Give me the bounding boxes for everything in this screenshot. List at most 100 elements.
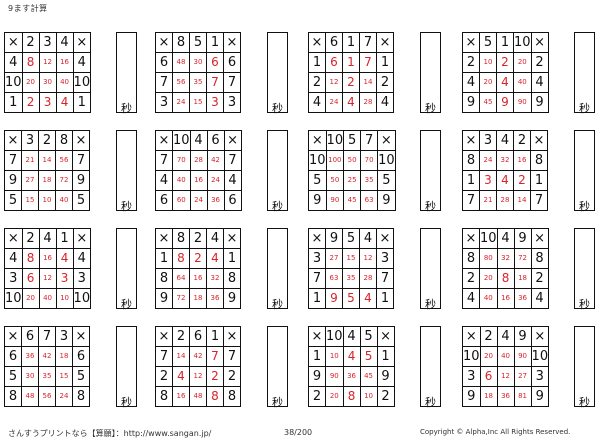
answer-cell: 1 [342,52,360,73]
column-header: 4 [342,326,361,347]
answer-cell: 12 [38,52,57,73]
answer-cell: 10 [55,288,74,309]
answer-cell: 15 [342,248,360,269]
column-header: 2 [479,326,498,347]
row-header: 5 [308,170,327,191]
answer-cell: 24 [172,92,190,113]
operator-cell: × [377,130,396,151]
operator-cell: × [155,130,173,151]
column-header: 3 [38,32,57,53]
answer-cell: 20 [325,386,344,407]
row-header: 8 [155,268,173,289]
row-header: 1 [155,248,173,269]
answer-cell: 18 [479,386,498,407]
answer-cell: 24 [206,170,225,191]
answer-cell: 15 [55,366,73,387]
operator-cell: × [4,326,22,347]
row-header: 7 [223,72,241,93]
answer-cell: 32 [496,248,515,269]
row-header: 7 [376,268,394,289]
answer-cell: 50 [325,170,345,191]
answer-cell: 4 [55,248,74,269]
answer-cell: 18 [38,170,56,191]
answer-cell: 4 [55,92,74,113]
column-header: 1 [55,228,74,249]
column-header: 7 [360,130,379,151]
answer-cell: 72 [55,170,73,191]
operator-cell: × [376,32,394,53]
column-header: 3 [479,130,497,151]
row-header: 3 [308,248,326,269]
answer-cell: 3 [479,170,497,191]
answer-cell: 50 [343,150,362,171]
operator-cell: × [4,130,22,151]
seconds-label: 秒 [121,298,132,311]
row-header: 4 [308,92,326,113]
row-header: 9 [462,92,480,113]
operator-cell: × [72,130,90,151]
answer-cell: 8 [21,52,40,73]
row-header: 7 [155,72,173,93]
column-header: 7 [38,326,56,347]
operator-cell: × [462,32,480,53]
row-header: 3 [155,92,173,113]
column-header: 4 [359,228,377,249]
row-header: 7 [4,150,22,171]
answer-cell: 4 [172,366,190,387]
answer-cell: 56 [172,72,190,93]
row-header: 9 [308,366,326,387]
answer-cell: 27 [513,366,532,387]
answer-cell: 81 [513,386,532,407]
row-header: 4 [72,52,92,73]
row-header: 7 [155,346,173,367]
answer-cell: 20 [479,72,497,93]
row-header: 8 [462,150,480,171]
row-header: 1 [376,52,394,73]
answer-cell: 2 [496,52,514,73]
answer-cell: 4 [496,170,514,191]
column-header: 5 [342,228,360,249]
row-header: 2 [462,268,480,289]
answer-cell: 10 [325,346,344,367]
column-header: 8 [55,130,73,151]
answer-cell: 12 [38,268,57,289]
row-header: 6 [155,52,173,73]
row-header: 2 [462,52,480,73]
answer-cell: 40 [38,288,57,309]
column-header: 4 [496,228,515,249]
row-header: 9 [376,366,395,387]
answer-cell: 40 [55,190,73,211]
row-header: 3 [462,366,481,387]
answer-cell: 16 [38,248,57,269]
answer-cell: 27 [325,248,343,269]
column-header: 3 [21,130,39,151]
seconds-label: 秒 [272,298,283,311]
answer-cell: 35 [38,366,56,387]
answer-cell: 48 [189,386,207,407]
seconds-label: 秒 [579,102,590,115]
operator-cell: × [530,228,549,249]
column-header: 9 [513,326,532,347]
answer-cell: 14 [172,346,190,367]
operator-cell: × [530,326,550,347]
